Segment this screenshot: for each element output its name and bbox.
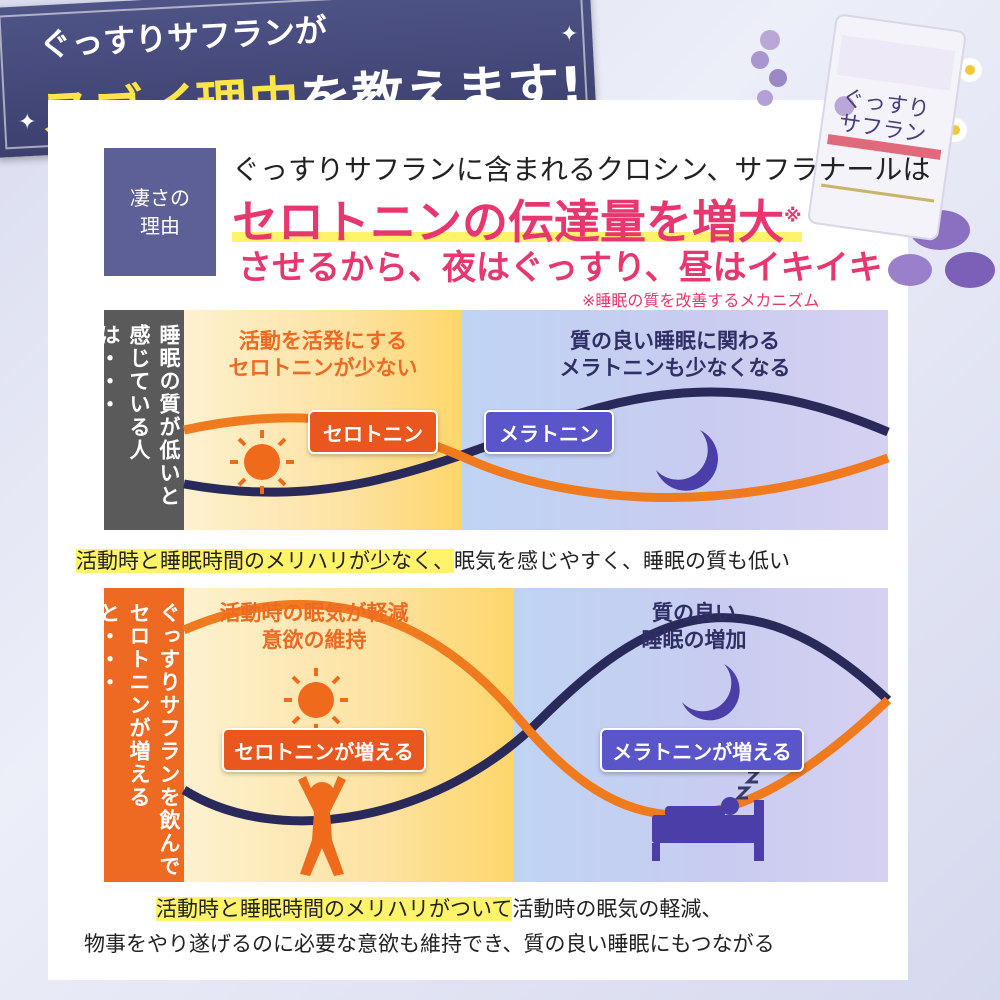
reason-intro: ぐっすりサフランに含まれるクロシン、サフラナールは (232, 153, 931, 186)
reason-badge: 凄さの理由 (104, 148, 216, 276)
section1-melatonin-tag: メラトニン (484, 410, 614, 454)
section2-melatonin-tag: メラトニンが増える (600, 728, 804, 772)
section2-conclusion-rest: 活動時の眠気の軽減、 (512, 897, 723, 921)
reason-note: ※睡眠の質を改善するメカニズム (582, 291, 820, 310)
section2-conclusion-line1: 活動時と睡眠時間のメリハリがついて活動時の眠気の軽減、 (156, 893, 722, 923)
section1-night-caption: 質の良い睡眠に関わる メラトニンも少なくなる (462, 328, 888, 383)
section2-day-caption-1: 活動時の眠気が軽減 (219, 601, 409, 625)
section1-side-label: 睡眠の質が低いと感じている人は・・・ (97, 310, 184, 530)
section2-conclusion-line2: 物事をやり遂げるのに必要な意欲も維持でき、質の良い睡眠にもつながる (84, 932, 775, 956)
headline-underline (232, 232, 802, 242)
section1-night-caption-2: メラトニンも少なくなる (559, 356, 791, 381)
product-package (807, 14, 966, 241)
section1-day-caption-2: セロトニンが少ない (228, 356, 418, 381)
section2-night-caption-2: 睡眠の増加 (641, 628, 747, 653)
section2-serotonin-tag: セロトニンが増える (222, 728, 426, 772)
section2-day-caption: 活動時の眠気が軽減 意欲の維持 (184, 600, 444, 655)
section1-conclusion-highlight: 活動時と睡眠時間のメリハリが少なく、 (76, 549, 454, 573)
sparkle-icon: ✦ (18, 110, 37, 135)
sparkle-icon: ✦ (560, 22, 579, 47)
section2-conclusion-highlight: 活動時と睡眠時間のメリハリがついて (156, 897, 513, 921)
section2-side-label: ぐっすりサフランを飲んでセロトニンが増えると・・・ (97, 588, 184, 882)
section1-day-caption-1: 活動を活発にする (238, 329, 408, 353)
section1-day-caption: 活動を活発にする セロトニンが少ない (184, 328, 462, 383)
section1-serotonin-tag: セロトニン (308, 410, 438, 454)
section2-night-caption-1: 質の良い (652, 601, 736, 625)
section1-conclusion-rest: 眠気を感じやすく、睡眠の質も低い (454, 549, 790, 573)
reason-sub: させるから、夜はぐっすり、昼はイキイキ (238, 248, 883, 288)
section1-night-caption-1: 質の良い睡眠に関わる (570, 329, 780, 353)
reason-badge-line1: 凄さの (130, 186, 190, 210)
section2-day-caption-2: 意欲の維持 (261, 628, 367, 653)
product-visual: ぐっすり サフラン (740, 0, 1000, 310)
reason-headline-text: セロトニンの伝達量を増大 (232, 195, 784, 249)
section2-night-caption: 質の良い 睡眠の増加 (604, 600, 784, 655)
reason-headline: セロトニンの伝達量を増大※ (232, 186, 802, 252)
reason-headline-mark: ※ (784, 205, 802, 227)
section1-conclusion: 活動時と睡眠時間のメリハリが少なく、眠気を感じやすく、睡眠の質も低い (76, 545, 790, 575)
reason-badge-line2: 理由 (140, 214, 180, 238)
